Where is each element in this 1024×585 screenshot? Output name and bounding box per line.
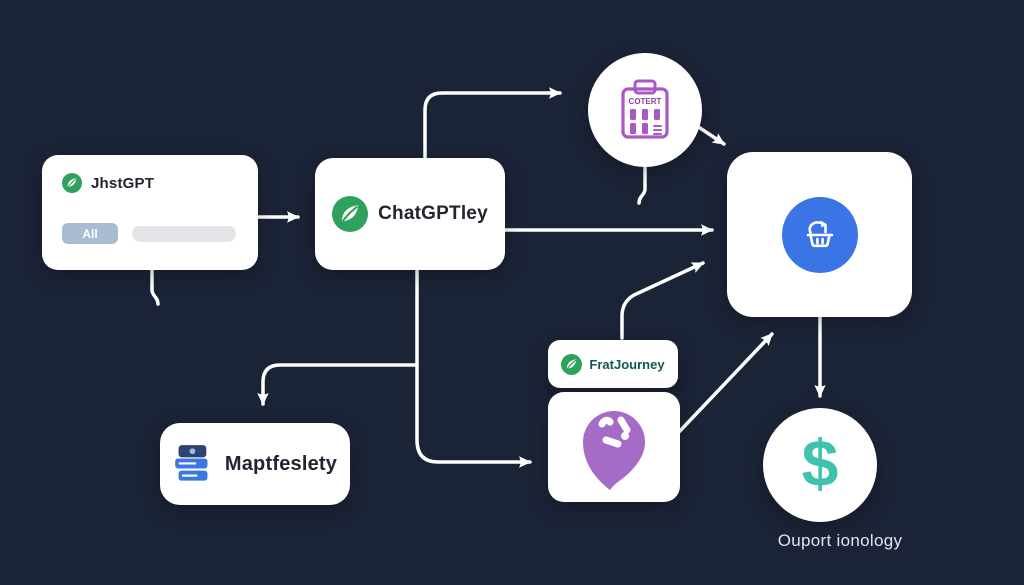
connector-fratjourney-to-basket-box <box>620 261 705 340</box>
connector-cotert-dangler <box>637 165 647 205</box>
leaf-logo-icon <box>332 196 368 232</box>
connector-cotert-to-basket-box <box>695 124 726 146</box>
node-dollar-circle[interactable]: $ <box>763 408 877 522</box>
connector-chatgptley-to-cotert <box>423 87 562 160</box>
node-cotert-circle[interactable]: COTERT <box>588 53 702 167</box>
node-pin-box[interactable] <box>548 392 680 502</box>
jhstgpt-label: JhstGPT <box>91 174 155 192</box>
connector-pin-box-to-basket-box <box>676 332 774 435</box>
dollar-sign-icon: $ <box>801 426 839 500</box>
location-balloon-icon <box>583 411 645 490</box>
connector-jhstgpt-dangler <box>150 266 160 306</box>
maptfeslety-label: Maptfeslety <box>224 452 338 475</box>
basket-icon-circle <box>781 196 858 273</box>
fratjourney-label: FratJourney <box>589 356 665 372</box>
all-filter-button[interactable]: All <box>62 223 118 244</box>
shopping-basket-icon <box>806 220 833 247</box>
leaf-logo-icon <box>561 354 582 375</box>
cotert-icon-text: COTERT <box>629 97 662 106</box>
leaf-logo-icon <box>62 173 82 193</box>
placeholder-bar <box>132 225 236 242</box>
node-basket-box[interactable] <box>727 152 912 317</box>
database-stack-icon <box>175 445 208 481</box>
building-clipboard-icon: COTERT <box>621 79 669 139</box>
node-jhstgpt[interactable]: JhstGPT All <box>42 155 258 270</box>
node-maptfeslety[interactable]: Maptfeslety <box>160 423 350 505</box>
node-chatgptley[interactable]: ChatGPTley <box>315 158 505 270</box>
node-fratjourney[interactable]: FratJourney <box>548 340 678 388</box>
dollar-caption: Ouport ionology <box>777 531 903 550</box>
connector-chatgptley-to-pin-box <box>415 268 532 468</box>
connector-branch-to-maptfeslety <box>257 363 419 406</box>
chatgptley-label: ChatGPTley <box>378 203 488 224</box>
